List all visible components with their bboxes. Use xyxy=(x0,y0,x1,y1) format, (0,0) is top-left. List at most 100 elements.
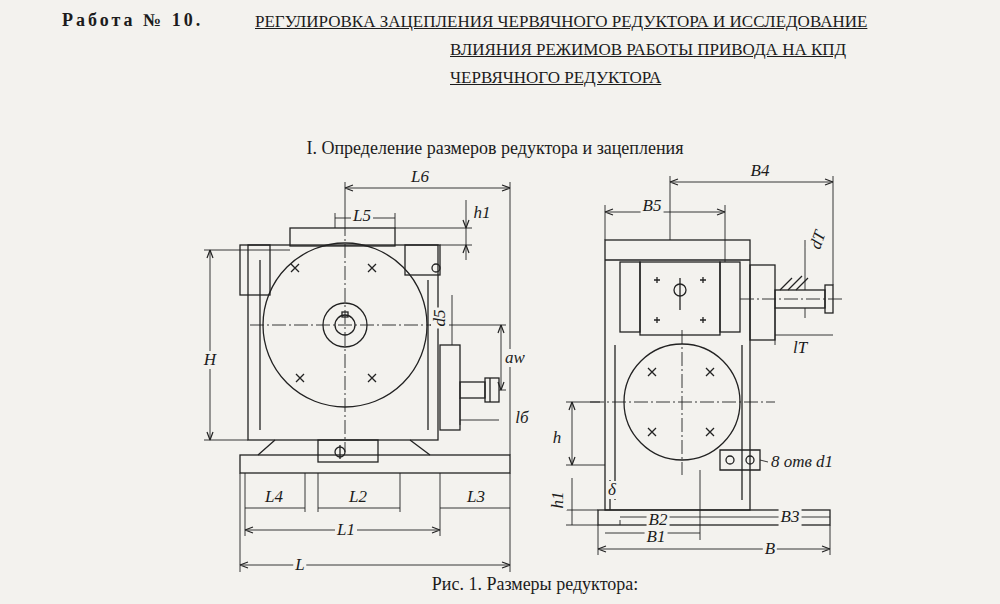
dimension-line-part xyxy=(760,460,768,462)
dimension-line-part xyxy=(400,473,401,512)
section-heading: I. Определение размеров редуктора и заце… xyxy=(306,138,683,159)
dimension-line-part xyxy=(566,525,598,526)
dimension-label: H xyxy=(202,351,218,369)
side-housing-part xyxy=(726,456,734,464)
side-housing-part xyxy=(720,262,740,332)
dimension-label: B3 xyxy=(779,508,802,526)
work-number: Работа № 10. xyxy=(62,10,203,31)
dimension-line-part xyxy=(395,213,396,228)
dimension-label: aw xyxy=(503,349,527,367)
dimension-label: lT xyxy=(791,339,809,357)
dimension-label: 8 отв d1 xyxy=(769,453,835,471)
dimension-label: h1 xyxy=(549,490,567,511)
dimension-line xyxy=(204,182,510,572)
dimension-line-part xyxy=(725,205,726,262)
arrow-tick-part xyxy=(240,562,510,568)
dimension-label: d5 xyxy=(431,308,449,329)
dimension-label: L3 xyxy=(465,488,487,506)
dimension-line-part xyxy=(466,200,467,260)
arrow-tick xyxy=(569,179,833,552)
front-housing-part xyxy=(259,260,260,430)
worm-shaft-part xyxy=(485,378,499,402)
worm-shaft xyxy=(440,345,499,430)
side-housing-part xyxy=(654,277,706,323)
dimension-line-part xyxy=(501,325,502,390)
dimension-line-part xyxy=(830,525,831,555)
arrow-tick-part xyxy=(463,220,469,253)
center-line-part xyxy=(250,325,440,326)
dimension-line-part xyxy=(605,212,725,213)
center-line-part xyxy=(590,402,775,403)
dimension-line-part xyxy=(245,473,246,536)
dimension-line-part xyxy=(670,182,833,183)
work-title: РЕГУЛИРОВКА ЗАЦЕПЛЕНИЯ ЧЕРВЯЧНОГО РЕДУКТ… xyxy=(450,8,875,92)
output-shaft xyxy=(750,265,833,340)
dimension-label: B4 xyxy=(749,162,772,180)
dimension-line-part xyxy=(240,565,510,566)
dimension-label: h xyxy=(551,429,564,447)
dimension-line-part xyxy=(395,228,472,229)
dimension-line-part xyxy=(805,240,806,290)
side-housing-part xyxy=(620,262,640,332)
dimension-line-part xyxy=(566,510,598,511)
side-housing xyxy=(598,240,830,525)
dimension-line-part xyxy=(499,390,506,391)
arrow-tick-part xyxy=(598,546,830,552)
dimension-label: lб xyxy=(513,409,530,427)
front-housing-part xyxy=(318,440,378,462)
front-housing-part xyxy=(240,245,270,295)
dimension-line-part xyxy=(245,508,305,509)
center-line-part xyxy=(345,222,346,452)
dimension-line-part xyxy=(460,420,499,421)
dimension-label: δ xyxy=(606,481,618,499)
front-housing-part xyxy=(432,264,440,272)
dimension-line-part xyxy=(335,213,336,228)
arrow-tick xyxy=(207,185,510,568)
front-housing xyxy=(240,228,510,473)
side-housing-part xyxy=(679,278,680,310)
dimension-label: B1 xyxy=(645,528,668,546)
worm-wheel-part xyxy=(291,264,376,382)
dimension-line-part xyxy=(775,335,833,336)
dimension-line-part xyxy=(318,473,319,512)
dimension-line-part xyxy=(460,398,461,425)
dimension-line-part xyxy=(775,308,776,345)
side-housing-part xyxy=(741,345,742,500)
dimension-line-part xyxy=(240,473,241,572)
front-housing-part xyxy=(240,455,510,473)
dimension-line-part xyxy=(598,525,599,555)
dimension-label: L1 xyxy=(335,521,357,539)
dimension-line-part xyxy=(510,182,511,455)
dimension-line-part xyxy=(572,478,573,525)
dimension-line-part xyxy=(805,308,806,318)
dimension-label: L4 xyxy=(263,488,285,506)
side-housing-part xyxy=(746,456,754,464)
dimension-line-part xyxy=(598,549,830,550)
side-housing-part xyxy=(640,262,720,335)
dimension-label: L2 xyxy=(347,488,369,506)
side-housing-part xyxy=(720,450,760,470)
worm-wheel-side-part xyxy=(648,368,714,436)
dimension-label: dT xyxy=(806,227,830,254)
dimension-label: B5 xyxy=(641,197,664,215)
dimension-line-part xyxy=(620,520,621,525)
worm-shaft-part xyxy=(460,382,485,398)
dimension-line-part xyxy=(572,402,573,465)
figure-caption: Рис. 1. Размеры редуктора: xyxy=(432,574,639,595)
dimension-line-part xyxy=(510,473,511,572)
dimension-line-part xyxy=(440,245,472,246)
dimension-line-part xyxy=(345,188,510,189)
dimension-line-part xyxy=(440,508,510,509)
front-housing-part xyxy=(427,280,428,430)
center-line-part xyxy=(740,299,845,300)
dimension-line-part xyxy=(670,176,671,240)
front-housing-part xyxy=(258,440,430,455)
output-shaft-part xyxy=(775,290,825,308)
side-housing-part xyxy=(614,345,615,500)
worm-wheel-side xyxy=(624,344,740,460)
output-shaft-part xyxy=(750,265,775,340)
center-line xyxy=(250,222,845,475)
arrow-tick-part xyxy=(207,250,213,440)
dimension-label: L6 xyxy=(409,168,431,186)
